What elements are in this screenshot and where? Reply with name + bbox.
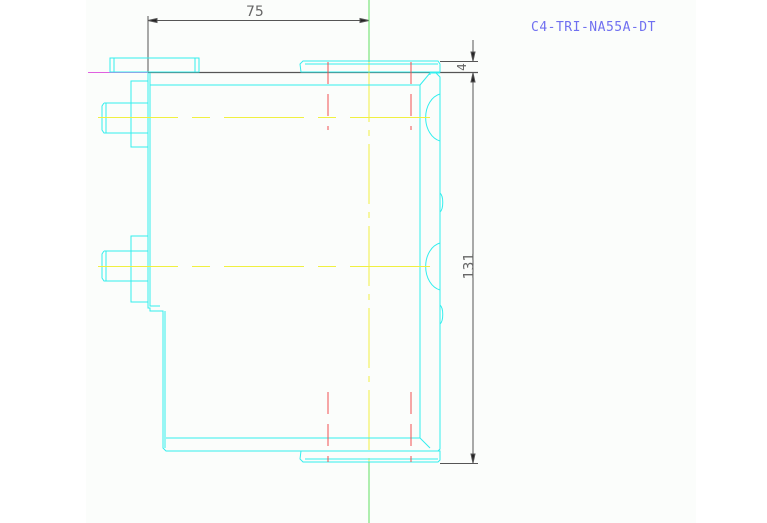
- drawing-sheet: [86, 0, 696, 523]
- dimension-4-label: 4: [454, 63, 469, 71]
- dimension-131-label: 131: [461, 252, 478, 280]
- part-outline: [101, 57, 444, 463]
- centerlines-horizontal: [98, 117, 440, 267]
- dimension-75: [147, 16, 370, 72]
- hidden-lines: [327, 62, 412, 462]
- dimension-75-label: 75: [246, 4, 264, 20]
- drawing-title: C4-TRI-NA55A-DT: [531, 20, 656, 35]
- dimension-vertical: [440, 40, 478, 464]
